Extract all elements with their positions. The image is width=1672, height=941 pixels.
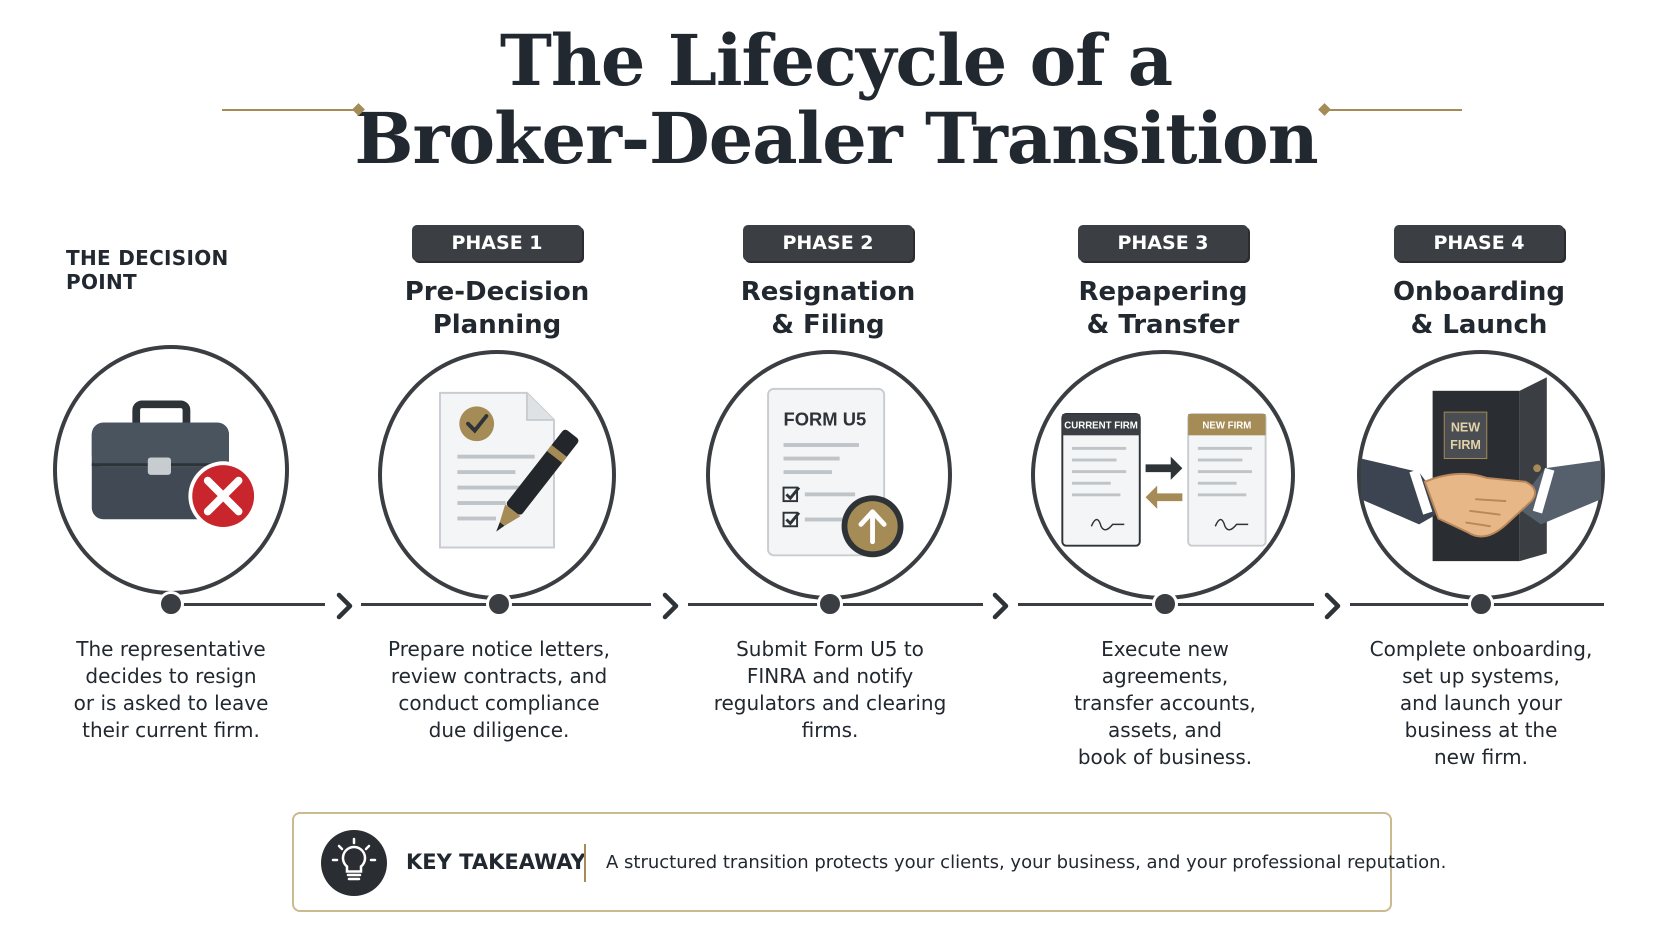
decision-description-line: decides to resign bbox=[85, 664, 257, 688]
phase-1-title-line-2: Planning bbox=[432, 310, 562, 340]
timeline-segment-0 bbox=[165, 603, 325, 606]
phase-1-description-line: due diligence. bbox=[428, 718, 570, 742]
form-upload-icon: FORM U5 bbox=[767, 387, 904, 558]
phase-3-description: Execute new agreements, transfer account… bbox=[1035, 636, 1295, 771]
title-ornament-right bbox=[1326, 109, 1462, 111]
timeline-dot-phase-1 bbox=[486, 591, 512, 617]
timeline-dot-decision bbox=[158, 591, 184, 617]
timeline-dot-phase-3 bbox=[1152, 591, 1178, 617]
phase-3-description-line: Execute new agreements, bbox=[1101, 637, 1229, 688]
title-line-2: Broker-Dealer Transition bbox=[354, 97, 1318, 180]
phase-3-title: Repapering & Transfer bbox=[1013, 276, 1313, 342]
phase-4-title-line-1: Onboarding bbox=[1392, 277, 1566, 307]
phase-1-description: Prepare notice letters, review contracts… bbox=[369, 636, 629, 744]
decision-icon-circle bbox=[53, 345, 289, 595]
phase-2-description-line: Submit Form U5 to bbox=[736, 637, 924, 661]
phase-2-title-line-2: & Filing bbox=[771, 310, 885, 340]
phase-1-description-line: conduct compliance bbox=[398, 691, 600, 715]
phase-3-title-line-2: & Transfer bbox=[1086, 310, 1240, 340]
chevron-right-icon bbox=[992, 592, 1009, 620]
phase-1-description-line: review contracts, and bbox=[390, 664, 608, 688]
takeaway-divider bbox=[584, 844, 586, 882]
door-label-line-2: FIRM bbox=[1450, 438, 1481, 452]
phase-4-title: Onboarding & Launch bbox=[1329, 276, 1629, 342]
chevron-right-icon bbox=[336, 592, 353, 620]
title-line-1: The Lifecycle of a bbox=[499, 19, 1173, 102]
chevron-right-icon bbox=[662, 592, 679, 620]
chevron-right-icon bbox=[1324, 592, 1341, 620]
phase-4-description-line: business at the bbox=[1404, 718, 1558, 742]
phase-3-icon-circle: CURRENT FIRM NEW FIRM bbox=[1031, 350, 1295, 600]
handshake-door-icon: NEW FIRM bbox=[1361, 377, 1601, 562]
decision-description-line: The representative bbox=[76, 637, 266, 661]
phase-4-description-line: and launch your bbox=[1399, 691, 1563, 715]
document-with-pen-icon bbox=[439, 391, 579, 549]
phase-2-icon-circle: FORM U5 bbox=[706, 350, 952, 600]
phase-2-badge: PHASE 2 bbox=[743, 225, 913, 261]
phase-3-description-line: assets, and bbox=[1107, 718, 1222, 742]
phase-4-description: Complete onboarding, set up systems, and… bbox=[1351, 636, 1611, 771]
form-u5-label: FORM U5 bbox=[784, 409, 867, 430]
key-takeaway-box: KEY TAKEAWAY A structured transition pro… bbox=[292, 812, 1446, 912]
key-takeaway-text: A structured transition protects your cl… bbox=[606, 852, 1447, 873]
phase-4-title-line-2: & Launch bbox=[1410, 310, 1548, 340]
new-firm-label: NEW FIRM bbox=[1202, 421, 1251, 432]
phase-4-description-line: set up systems, bbox=[1402, 664, 1560, 688]
timeline-dot-phase-4 bbox=[1468, 591, 1494, 617]
decision-point-label: THE DECISION POINT bbox=[66, 246, 229, 294]
phase-1-title: Pre-Decision Planning bbox=[347, 276, 647, 342]
phase-4-icon-circle: NEW FIRM bbox=[1357, 350, 1605, 600]
phase-1-icon-circle bbox=[378, 350, 616, 600]
decision-description: The representative decides to resign or … bbox=[41, 636, 301, 744]
lightbulb-icon bbox=[321, 830, 387, 896]
phase-2-title: Resignation & Filing bbox=[678, 276, 978, 342]
phase-1-title-line-1: Pre-Decision bbox=[404, 277, 590, 307]
phase-3-title-line-1: Repapering bbox=[1078, 277, 1248, 307]
document-transfer-icon: CURRENT FIRM NEW FIRM bbox=[1061, 413, 1267, 547]
door-label-line-1: NEW bbox=[1451, 420, 1480, 434]
phase-4-badge: PHASE 4 bbox=[1394, 225, 1564, 261]
title-ornament-left bbox=[222, 109, 356, 111]
phase-3-badge: PHASE 3 bbox=[1078, 225, 1248, 261]
phase-1-description-line: Prepare notice letters, bbox=[387, 637, 610, 661]
phase-2-description-line: firms. bbox=[801, 718, 859, 742]
decision-description-line: or is asked to leave bbox=[73, 691, 269, 715]
phase-2-description: Submit Form U5 to FINRA and notify regul… bbox=[700, 636, 960, 744]
phase-4-description-line: Complete onboarding, bbox=[1369, 637, 1593, 661]
decision-description-line: their current firm. bbox=[82, 718, 260, 742]
phase-3-description-line: transfer accounts, bbox=[1074, 691, 1256, 715]
briefcase-with-x-icon bbox=[91, 400, 258, 531]
page-title: The Lifecycle of a Broker-Dealer Transit… bbox=[0, 22, 1672, 178]
phase-3-description-line: book of business. bbox=[1077, 745, 1253, 769]
phase-1-badge: PHASE 1 bbox=[412, 225, 582, 261]
key-takeaway-label: KEY TAKEAWAY bbox=[406, 850, 586, 874]
timeline-dot-phase-2 bbox=[817, 591, 843, 617]
phase-2-description-line: FINRA and notify bbox=[746, 664, 914, 688]
phase-4-description-line: new firm. bbox=[1433, 745, 1528, 769]
current-firm-label: CURRENT FIRM bbox=[1064, 421, 1138, 432]
phase-2-title-line-1: Resignation bbox=[740, 277, 916, 307]
phase-2-description-line: regulators and clearing bbox=[713, 691, 947, 715]
